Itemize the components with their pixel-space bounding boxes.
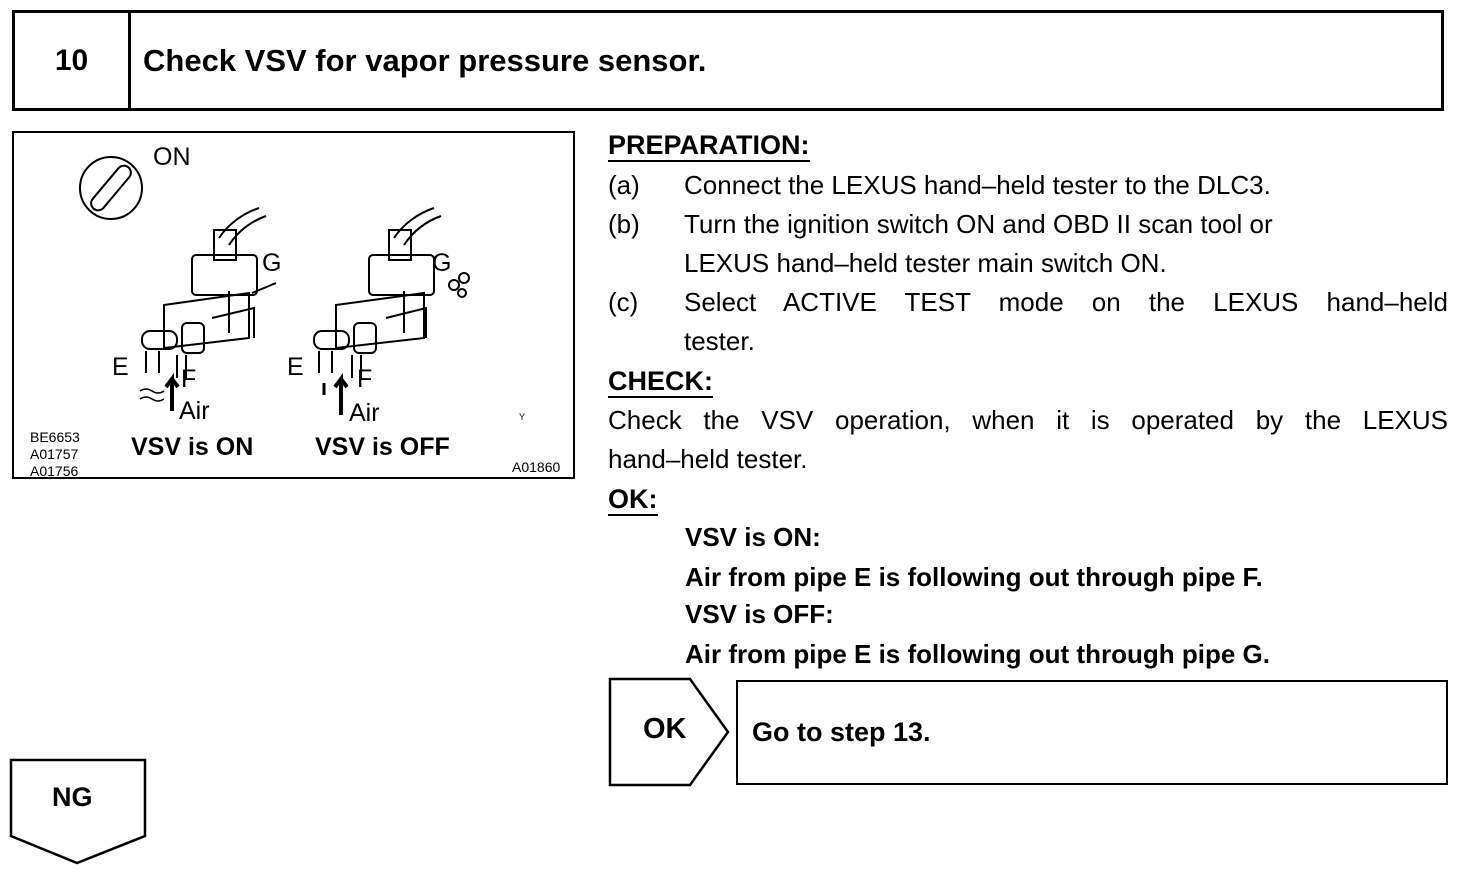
ok-condition-line: Air from pipe E is following out through… (685, 639, 1270, 669)
switch-on-label: ON (153, 143, 191, 171)
ok-heading: OK: (608, 484, 658, 516)
ok-label: OK (643, 713, 687, 745)
vsv-on-valve-drawing (141, 207, 277, 378)
ignition-switch-icon (79, 156, 143, 220)
right-port-e-label: E (287, 353, 304, 381)
left-air-label: Air (179, 397, 210, 425)
item-text: Turn the ignition switch ON and OBD II s… (684, 209, 1273, 239)
right-air-label: Air (349, 399, 380, 427)
item-text: LEXUS hand–held tester main switch ON. (684, 248, 1167, 278)
ok-action-box: Go to step 13. (736, 680, 1448, 785)
ok-arrow-box (608, 677, 730, 787)
preparation-heading: PREPARATION: (608, 130, 810, 162)
tiny-mark: Y (519, 412, 526, 422)
vsv-off-air-arrow (333, 373, 349, 415)
item-text: Connect the LEXUS hand–held tester to th… (684, 170, 1271, 200)
right-port-g-label: G (432, 249, 452, 277)
vsv-off-valve-drawing (313, 207, 470, 378)
ref-code: A01756 (30, 463, 79, 479)
item-label: (a) (608, 170, 640, 200)
figure-code: A01860 (512, 459, 561, 475)
ok-action-text: Go to step 13. (752, 717, 931, 747)
check-heading: CHECK: (608, 366, 713, 398)
item-text: Select ACTIVE TEST mode on the LEXUS han… (684, 287, 1448, 317)
step-title: Check VSV for vapor pressure sensor. (143, 42, 707, 78)
item-text: tester. (684, 326, 755, 356)
item-label: (b) (608, 209, 640, 239)
ref-code: BE6653 (30, 429, 80, 445)
step-header: 10 Check VSV for vapor pressure sensor. (12, 10, 1444, 111)
step-number: 10 (15, 13, 131, 108)
ok-condition-line: VSV is ON: (685, 522, 821, 552)
left-port-g-label: G (262, 249, 282, 277)
vsv-on-air-arrow (164, 373, 180, 411)
ok-condition-line: VSV is OFF: (685, 599, 834, 629)
ok-condition-line: Air from pipe E is following out through… (685, 562, 1263, 592)
vsv-off-caption: VSV is OFF (315, 433, 450, 461)
vsv-on-caption: VSV is ON (131, 433, 254, 461)
vsv-drawing (79, 156, 470, 415)
check-text-line: Check the VSV operation, when it is oper… (608, 405, 1448, 435)
vsv-illustration: ON G E F Air VSV is ON G E F Air VSV is … (12, 131, 575, 479)
item-label: (c) (608, 287, 639, 317)
ref-code: A01757 (30, 446, 79, 462)
left-port-e-label: E (112, 353, 129, 381)
left-port-f-label: F (181, 365, 197, 393)
ng-label: NG (52, 782, 93, 812)
vsv-on-exhaust-puffs (139, 388, 165, 402)
right-port-f-label: F (357, 365, 373, 393)
ng-arrow-box (9, 758, 147, 865)
check-text-line: hand–held tester. (608, 444, 808, 474)
